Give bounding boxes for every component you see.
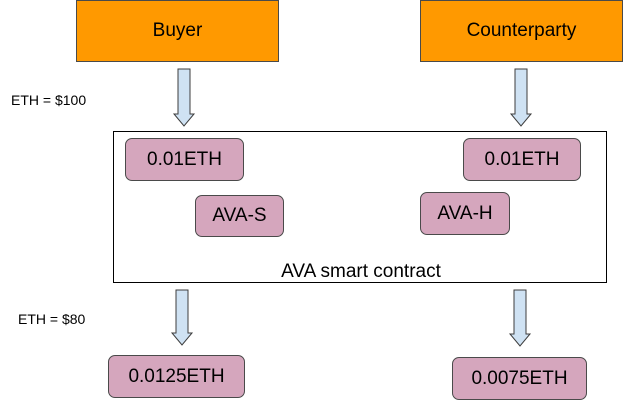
- counterparty-deposit-value: 0.01ETH: [484, 148, 560, 170]
- final-price-label: ETH = $80: [18, 311, 86, 327]
- counterparty-deposit-pill: 0.01ETH: [463, 138, 581, 181]
- counterparty-deposit-arrow: [509, 68, 533, 127]
- buyer-deposit-pill: 0.01ETH: [125, 138, 244, 181]
- initial-price-label: ETH = $100: [11, 92, 87, 108]
- counterparty-label: Counterparty: [466, 20, 577, 41]
- counterparty-payout-pill: 0.0075ETH: [452, 357, 587, 400]
- counterparty-payout-arrow: [508, 289, 532, 347]
- counterparty-payout-value: 0.0075ETH: [471, 367, 568, 389]
- ava-s-token-label: AVA-S: [212, 205, 267, 226]
- buyer-payout-pill: 0.0125ETH: [108, 355, 245, 398]
- counterparty-box: Counterparty: [420, 0, 623, 62]
- buyer-payout-arrow: [170, 289, 194, 346]
- ava-s-token-pill: AVA-S: [195, 195, 284, 237]
- buyer-box: Buyer: [76, 0, 279, 62]
- smart-contract-label: AVA smart contract: [281, 261, 441, 282]
- ava-h-token-label: AVA-H: [437, 202, 493, 224]
- buyer-payout-value: 0.0125ETH: [128, 365, 225, 387]
- ava-h-token-pill: AVA-H: [420, 192, 510, 235]
- buyer-deposit-value: 0.01ETH: [147, 148, 222, 170]
- buyer-deposit-arrow: [172, 68, 196, 127]
- buyer-label: Buyer: [152, 20, 203, 41]
